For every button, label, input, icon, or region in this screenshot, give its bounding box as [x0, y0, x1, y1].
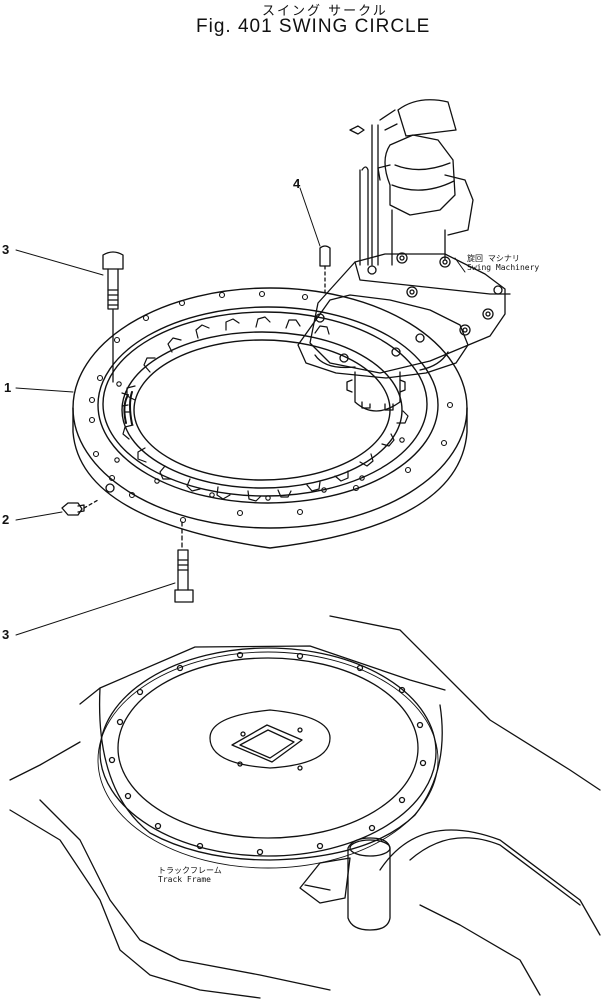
swing-circle-ring: [72, 287, 468, 549]
swing-machinery-label-jp: 旋回 マシナリ: [467, 254, 520, 263]
callout-3-top: 3: [2, 242, 10, 257]
swing-machinery-label: 旋回 マシナリ Swing Machinery: [467, 254, 539, 272]
callout-2: 2: [2, 512, 10, 527]
title-japanese: スイング サークル: [262, 4, 388, 19]
swing-machinery-assembly: [297, 99, 511, 412]
callout-1: 1: [4, 380, 12, 395]
swing-circle-gear-teeth: [121, 316, 409, 502]
track-frame-label-jp: トラックフレーム: [158, 866, 222, 875]
mounting-bolt-bottom: [174, 521, 194, 603]
dowel-pin: [319, 245, 331, 297]
mounting-bolt-top: [102, 251, 124, 383]
figure-title: Fig. 401 SWING CIRCLE: [196, 16, 431, 37]
flange-bolt-holes: [88, 290, 454, 524]
track-frame: [9, 615, 601, 999]
track-frame-label-en: Track Frame: [158, 875, 211, 884]
callout-leader-lines: [15, 187, 466, 636]
track-frame-label: トラックフレーム Track Frame: [158, 866, 222, 884]
callout-4: 4: [293, 176, 301, 191]
swing-machinery-label-en: Swing Machinery: [467, 263, 540, 272]
callout-3-bottom: 3: [2, 627, 10, 642]
grease-fitting: [61, 499, 99, 516]
